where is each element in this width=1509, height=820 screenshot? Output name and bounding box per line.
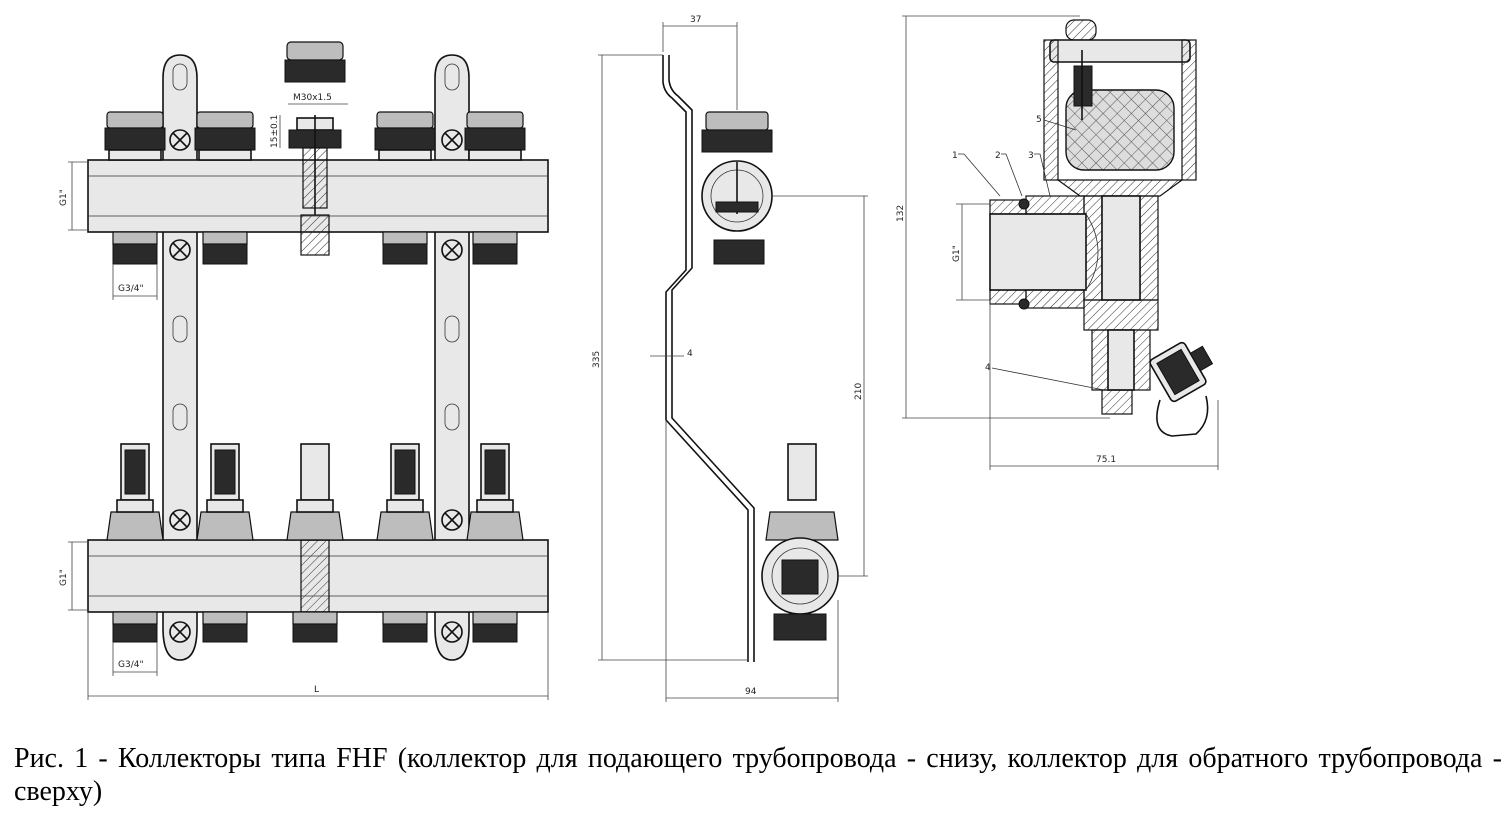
dim-length: L — [314, 685, 319, 695]
side-bracket — [662, 55, 749, 662]
callout-2: 2 — [995, 151, 1001, 161]
callout-5: 5 — [1036, 115, 1042, 125]
front-dimensions: G1" G1" G3/4" G3/4" M30x1.5 15±0.1 L — [59, 93, 549, 700]
callout-1: 1 — [952, 151, 958, 161]
dim-stroke: 15±0.1 — [270, 115, 280, 148]
vent-float — [1065, 89, 1175, 171]
top-valve-caps — [104, 41, 526, 256]
bottom-flowmeters — [106, 443, 524, 613]
callouts: 1 2 3 5 4 — [952, 115, 1105, 391]
dim-210: 210 — [854, 383, 864, 400]
dim-94: 94 — [745, 687, 757, 697]
dim-4: 4 — [687, 349, 693, 359]
dim-g34-top: G3/4" — [118, 284, 144, 294]
technical-drawing: G1" G1" G3/4" G3/4" M30x1.5 15±0.1 L — [59, 15, 1219, 702]
dim-section-g1: G1" — [952, 245, 962, 262]
bracket-bolts — [169, 129, 463, 643]
callout-3: 3 — [1028, 151, 1034, 161]
dim-75-1: 75.1 — [1096, 455, 1116, 465]
section-view: 1 2 3 5 4 132 G1" 75.1 — [896, 15, 1219, 470]
dim-335: 335 — [592, 351, 602, 368]
outlets — [112, 231, 518, 643]
dim-g1-top: G1" — [59, 189, 69, 206]
callout-4: 4 — [985, 363, 991, 373]
dim-132: 132 — [896, 205, 906, 222]
o-ring — [1018, 198, 1030, 210]
figure-caption: Рис. 1 - Коллекторы типа FHF (коллектор … — [14, 743, 1502, 807]
dim-g34-bottom: G3/4" — [118, 660, 144, 670]
dim-m30: M30x1.5 — [293, 93, 332, 103]
dim-g1-bottom: G1" — [59, 569, 69, 586]
dim-37: 37 — [690, 15, 701, 25]
front-view: G1" G1" G3/4" G3/4" M30x1.5 15±0.1 L — [59, 41, 549, 700]
side-view: 37 335 210 4 94 — [592, 15, 868, 702]
